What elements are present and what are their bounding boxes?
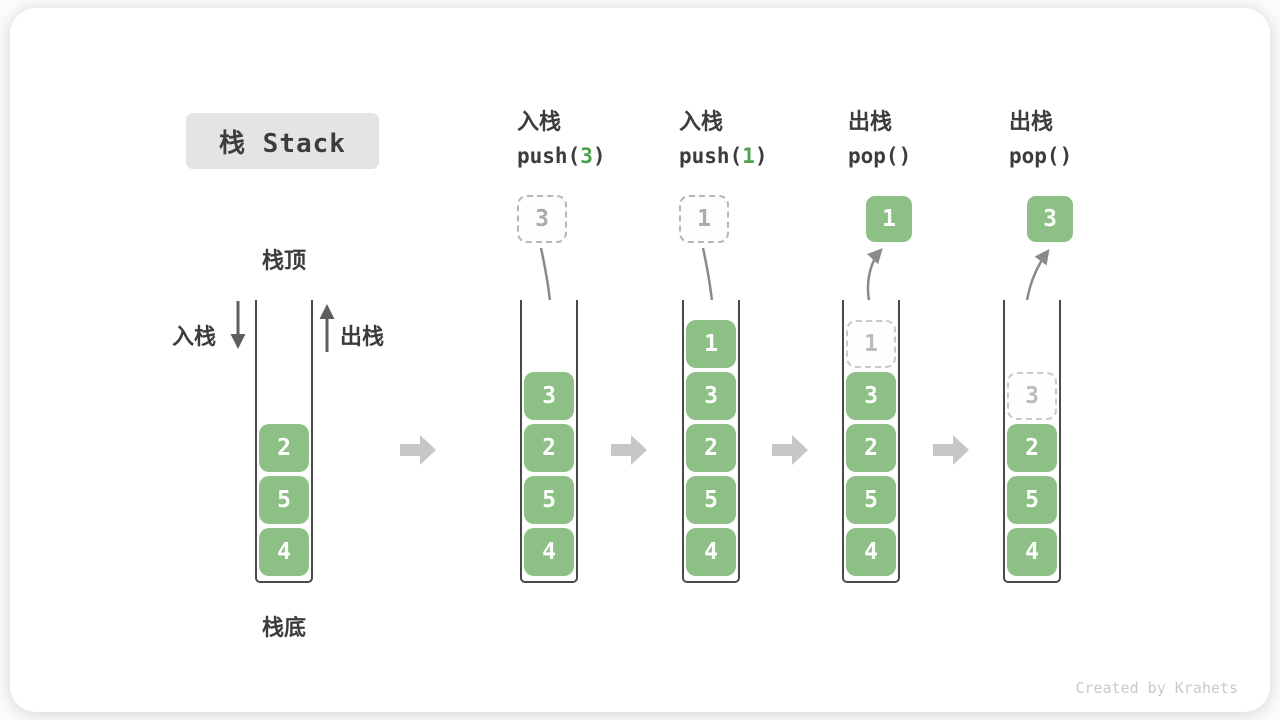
stack-item: 5 — [259, 476, 309, 524]
stack-item: 4 — [524, 528, 574, 576]
stack-item: 5 — [1007, 476, 1057, 524]
stage-op-label: 出栈 — [848, 109, 893, 134]
code-argument: 3 — [580, 144, 593, 168]
stage-header-push-3: 入栈 push(3) — [517, 104, 606, 168]
stage-op-label: 入栈 — [517, 109, 562, 134]
stack-item: 2 — [1007, 424, 1057, 472]
stack-bottom-label: 栈底 — [261, 615, 306, 640]
pop-direction-label: 出栈 — [340, 324, 385, 349]
stack-item-ghost: 3 — [1007, 372, 1057, 420]
stack-item: 5 — [524, 476, 574, 524]
stack-item: 5 — [846, 476, 896, 524]
code-argument: 1 — [742, 144, 755, 168]
incoming-value-box: 1 — [679, 195, 729, 243]
stage-header-pop-3: 出栈 pop() — [1009, 104, 1072, 168]
stack-item: 2 — [524, 424, 574, 472]
stage-code-label: pop() — [848, 144, 912, 168]
stack-item: 4 — [686, 528, 736, 576]
stage-code-label: push(3) — [517, 144, 606, 168]
stage-header-pop-1: 出栈 pop() — [848, 104, 911, 168]
stack-item: 4 — [1007, 528, 1057, 576]
stage-code-label: pop() — [1009, 144, 1073, 168]
watermark: Created by Krahets — [1075, 679, 1238, 697]
stack-item: 3 — [686, 372, 736, 420]
figure-title: 栈 Stack — [186, 113, 379, 169]
incoming-value-box: 3 — [517, 195, 567, 243]
popped-value-box: 3 — [1027, 196, 1073, 242]
stack-item: 3 — [524, 372, 574, 420]
stack-item: 5 — [686, 476, 736, 524]
stack-item: 3 — [846, 372, 896, 420]
stack-item: 4 — [259, 528, 309, 576]
stack-item: 1 — [686, 320, 736, 368]
stack-item-ghost: 1 — [846, 320, 896, 368]
stack-item: 2 — [846, 424, 896, 472]
stage-op-label: 入栈 — [679, 109, 724, 134]
stage-header-push-1: 入栈 push(1) — [679, 104, 768, 168]
stack-top-label: 栈顶 — [261, 248, 306, 273]
stage-op-label: 出栈 — [1009, 109, 1054, 134]
stack-item: 2 — [686, 424, 736, 472]
push-direction-label: 入栈 — [172, 324, 217, 349]
popped-value-box: 1 — [866, 196, 912, 242]
stack-item: 2 — [259, 424, 309, 472]
stage-code-label: push(1) — [679, 144, 768, 168]
stack-item: 4 — [846, 528, 896, 576]
